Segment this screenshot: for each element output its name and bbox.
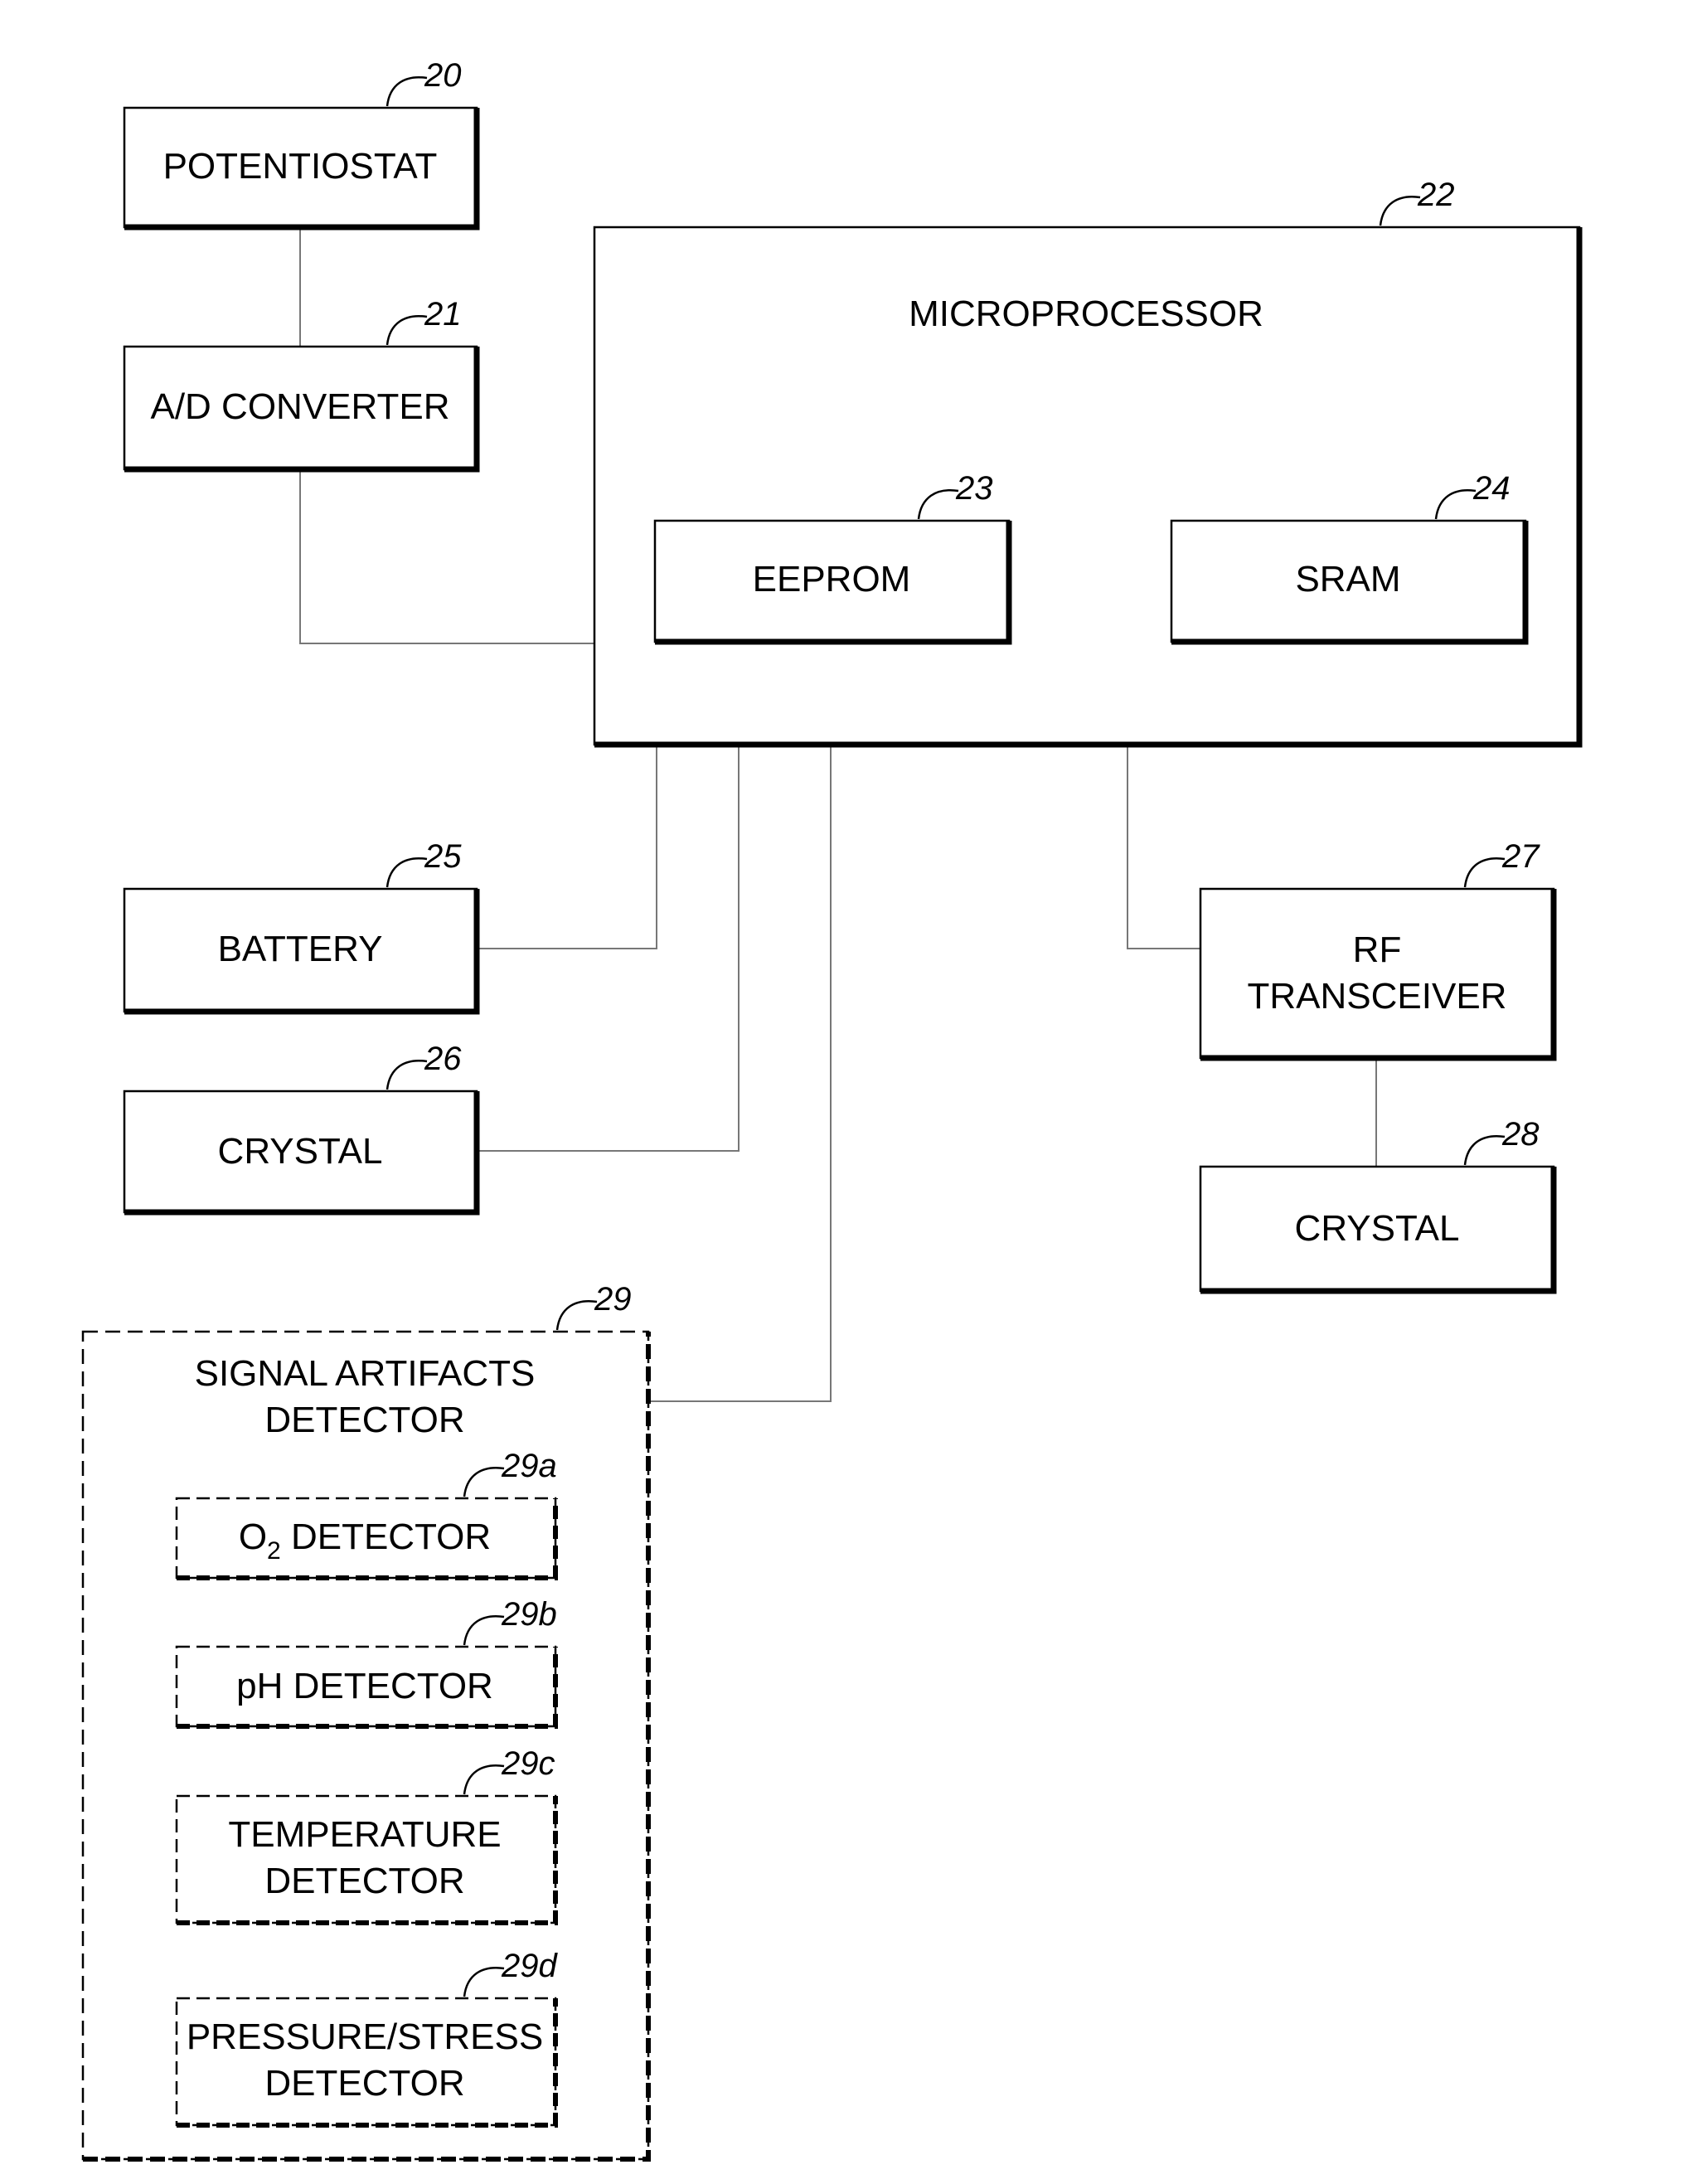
leader-23 bbox=[919, 490, 958, 519]
leader-28 bbox=[1465, 1136, 1505, 1165]
ad-converter-label: A/D CONVERTER bbox=[150, 386, 449, 427]
leader-29d bbox=[464, 1968, 504, 1997]
pressure-detector-label-line2: DETECTOR bbox=[264, 2063, 464, 2104]
ref-21: 21 bbox=[424, 296, 462, 332]
leader-26 bbox=[387, 1060, 427, 1090]
leader-20 bbox=[387, 77, 427, 106]
pressure-detector-block: PRESSURE/STRESS DETECTOR bbox=[177, 1998, 555, 2125]
o2-detector-label: O2 DETECTOR bbox=[239, 1517, 491, 1565]
battery-block: BATTERY bbox=[124, 889, 477, 1012]
signal-artifacts-label-line1: SIGNAL ARTIFACTS bbox=[195, 1353, 536, 1394]
microprocessor-label: MICROPROCESSOR bbox=[909, 294, 1263, 334]
temperature-detector-label-line1: TEMPERATURE bbox=[228, 1814, 501, 1855]
o2-detector-label-sub: 2 bbox=[267, 1537, 281, 1565]
o2-detector-label-o: O bbox=[239, 1517, 267, 1557]
o2-detector-label-rest: DETECTOR bbox=[281, 1517, 491, 1557]
sram-label: SRAM bbox=[1295, 559, 1400, 599]
ref-29d: 29d bbox=[501, 1948, 558, 1984]
crystal-26-label: CRYSTAL bbox=[218, 1131, 383, 1172]
eeprom-block: EEPROM bbox=[655, 521, 1009, 642]
ref-28: 28 bbox=[1501, 1116, 1540, 1153]
crystal-26-block: CRYSTAL bbox=[124, 1091, 477, 1212]
temperature-detector-block: TEMPERATURE DETECTOR bbox=[177, 1796, 555, 1923]
leader-29b bbox=[464, 1616, 504, 1645]
leader-21 bbox=[387, 316, 427, 345]
leader-29c bbox=[464, 1765, 504, 1794]
ref-26: 26 bbox=[424, 1041, 462, 1077]
eeprom-label: EEPROM bbox=[753, 559, 911, 599]
ph-detector-label: pH DETECTOR bbox=[236, 1666, 493, 1706]
o2-detector-block: O2 DETECTOR bbox=[177, 1498, 555, 1578]
ref-29a: 29a bbox=[501, 1448, 557, 1484]
leader-27 bbox=[1465, 858, 1505, 887]
temperature-detector-label-line2: DETECTOR bbox=[264, 1861, 464, 1901]
pressure-detector-label-line1: PRESSURE/STRESS bbox=[187, 2017, 543, 2057]
connector-ad-microprocessor bbox=[300, 469, 594, 643]
ref-29c: 29c bbox=[501, 1745, 555, 1782]
sram-block: SRAM bbox=[1171, 521, 1525, 642]
rf-transceiver-label-line2: TRANSCEIVER bbox=[1248, 976, 1507, 1017]
ref-25: 25 bbox=[424, 838, 462, 875]
ref-24: 24 bbox=[1472, 470, 1511, 507]
connector-battery-microprocessor bbox=[477, 745, 657, 949]
battery-label: BATTERY bbox=[218, 929, 383, 969]
ref-29b: 29b bbox=[501, 1596, 557, 1633]
leader-29a bbox=[464, 1468, 504, 1497]
crystal-28-block: CRYSTAL bbox=[1200, 1167, 1554, 1291]
microprocessor-block: MICROPROCESSOR bbox=[594, 227, 1579, 745]
leader-29 bbox=[557, 1301, 597, 1330]
crystal-28-label: CRYSTAL bbox=[1295, 1208, 1460, 1249]
leader-25 bbox=[387, 858, 427, 887]
reference-numerals: 20 21 22 23 24 25 26 27 28 29 29a 29b 29… bbox=[424, 57, 1540, 1984]
ref-23: 23 bbox=[955, 470, 993, 507]
ref-27: 27 bbox=[1501, 838, 1540, 875]
ref-29: 29 bbox=[594, 1281, 632, 1318]
rf-transceiver-block: RF TRANSCEIVER bbox=[1200, 889, 1554, 1058]
connector-artifacts-microprocessor bbox=[651, 745, 831, 1401]
leader-22 bbox=[1380, 197, 1420, 226]
potentiostat-label: POTENTIOSTAT bbox=[163, 146, 438, 187]
ad-converter-block: A/D CONVERTER bbox=[124, 347, 477, 469]
connector-lines bbox=[300, 227, 1376, 1401]
potentiostat-block: POTENTIOSTAT bbox=[124, 108, 477, 227]
connector-microprocessor-rf bbox=[1127, 745, 1200, 949]
signal-artifacts-label-line2: DETECTOR bbox=[264, 1400, 464, 1440]
ph-detector-block: pH DETECTOR bbox=[177, 1647, 555, 1726]
ref-20: 20 bbox=[424, 57, 462, 94]
rf-transceiver-label-line1: RF bbox=[1353, 929, 1402, 970]
ref-22: 22 bbox=[1417, 177, 1455, 213]
leader-24 bbox=[1436, 490, 1476, 519]
